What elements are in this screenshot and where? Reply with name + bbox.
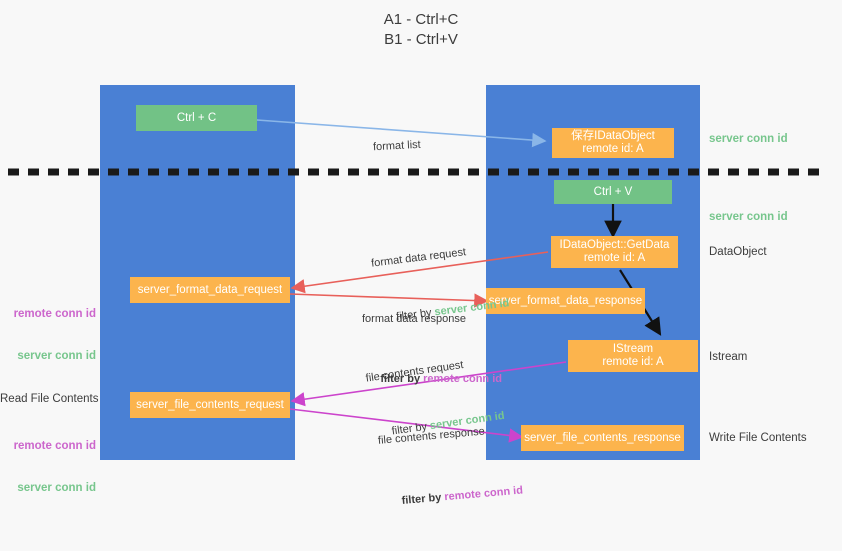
node-server-format-data-response-label: server_format_data_response — [488, 294, 643, 307]
annotation-file-conn-group: remote conn id server conn id — [0, 411, 96, 523]
node-getdata-line2: remote id: A — [583, 252, 646, 264]
node-server-file-contents-response[interactable]: server_file_contents_response — [521, 425, 684, 451]
edge-filter-prefix-2: filter by — [380, 373, 424, 385]
edge-filter-prefix-4: filter by — [401, 491, 445, 508]
node-ctrl-c[interactable]: Ctrl + C — [136, 105, 257, 131]
edge-filter-target-4: remote conn id — [443, 484, 524, 504]
edge-caption-file-contents-response: file contents response filter by remote … — [375, 394, 527, 551]
node-server-format-data-request[interactable]: server_format_data_request — [130, 277, 290, 303]
edge-caption-format-list: format list — [371, 110, 422, 182]
node-server-file-contents-request-label: server_file_contents_request — [136, 398, 284, 411]
annotation-istream: Istream — [709, 351, 748, 363]
edge-caption-format-data-request-line1: format data request — [370, 246, 467, 270]
node-ctrl-v-label: Ctrl + V — [593, 185, 633, 198]
edge-caption-file-contents-response-line1: file contents response — [377, 425, 486, 447]
node-istream-line1: IStream — [612, 343, 654, 355]
annotation-server-conn-id-2: server conn id — [709, 211, 788, 223]
edge-caption-format-data-response-filter: filter by remote conn id — [362, 358, 502, 400]
node-server-file-contents-request[interactable]: server_file_contents_request — [130, 392, 290, 418]
annotation-format-remote-conn-id: remote conn id — [13, 308, 96, 320]
diagram-canvas: A1 - Ctrl+C B1 - Ctrl+V A1 remote B1 con… — [0, 11, 826, 508]
annotation-dataobject: DataObject — [709, 246, 767, 258]
node-save-idataobject-line2: remote id: A — [582, 143, 644, 155]
annotation-write-file-contents: Write File Contents — [709, 432, 807, 444]
edge-caption-format-list-line1: format list — [372, 138, 421, 154]
edge-caption-file-contents-response-filter: filter by remote conn id — [382, 470, 525, 524]
node-save-idataobject-line1: 保存IDataObject — [571, 130, 655, 142]
node-getdata-line1: IDataObject::GetData — [559, 239, 670, 251]
node-ctrl-v[interactable]: Ctrl + V — [554, 180, 672, 204]
annotation-format-server-conn-id: server conn id — [17, 350, 96, 362]
node-getdata[interactable]: IDataObject::GetData remote id: A — [551, 236, 678, 268]
node-istream-line2: remote id: A — [602, 356, 664, 368]
node-server-format-data-response[interactable]: server_format_data_response — [486, 288, 645, 314]
node-server-format-data-request-label: server_format_data_request — [137, 283, 283, 296]
node-istream[interactable]: IStream remote id: A — [568, 340, 698, 372]
node-server-file-contents-response-label: server_file_contents_response — [524, 431, 681, 444]
annotation-read-file-contents: Read File Contents — [0, 393, 99, 405]
node-save-idataobject[interactable]: 保存IDataObject remote id: A — [552, 128, 674, 158]
node-ctrl-c-label: Ctrl + C — [176, 111, 217, 124]
edge-caption-format-data-response: format data response filter by remote co… — [362, 284, 502, 428]
edge-caption-file-contents-request-line1: file contents request — [365, 359, 465, 385]
annotation-format-conn-group: remote conn id server conn id — [0, 279, 96, 391]
diagram-title: A1 - Ctrl+C B1 - Ctrl+V — [383, 11, 459, 48]
edge-filter-target-2: remote conn id — [423, 373, 502, 385]
annotation-file-remote-conn-id: remote conn id — [13, 440, 96, 452]
annotation-server-conn-id-1: server conn id — [709, 133, 788, 145]
edge-caption-format-data-response-line1: format data response — [362, 313, 466, 325]
annotation-file-server-conn-id: server conn id — [17, 482, 96, 494]
